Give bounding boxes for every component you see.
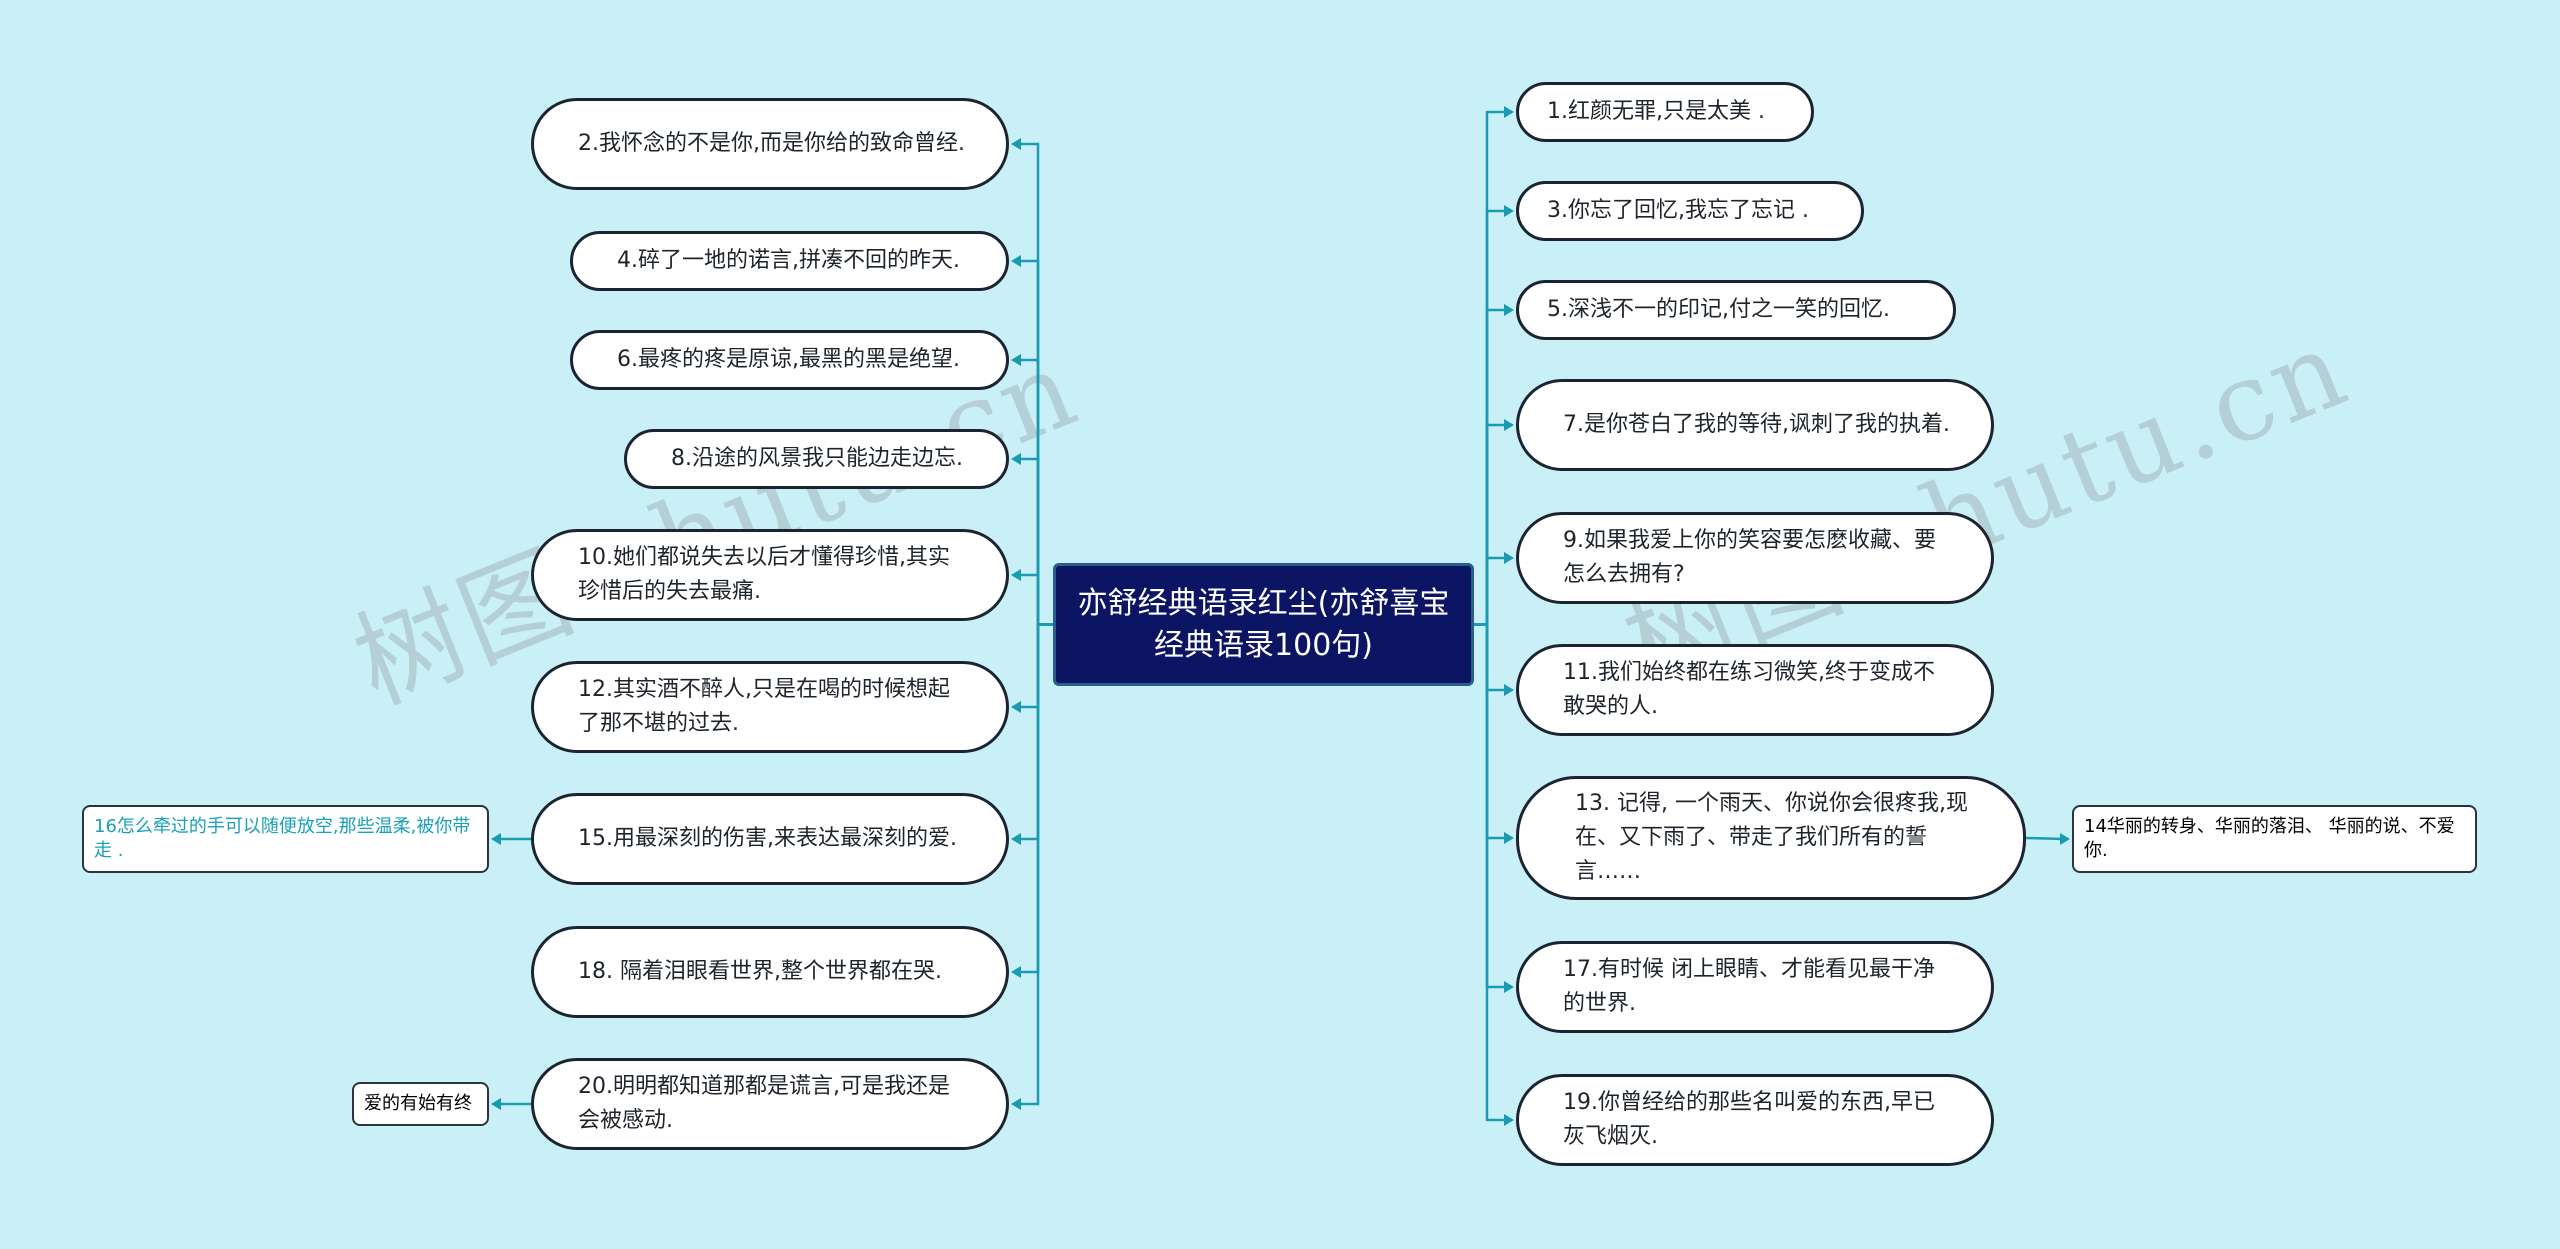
branch-node-7[interactable]: 7.是你苍白了我的等待,讽刺了我的执着.: [1516, 379, 1994, 471]
connector-b13: [1474, 623, 1508, 840]
connector-b9: [1474, 556, 1508, 626]
branch-node-19[interactable]: 19.你曾经给的那些名叫爱的东西,早已灰飞烟灭.: [1516, 1074, 1994, 1166]
connector-b8: [1017, 457, 1053, 626]
arrowhead-b5: [1504, 304, 1514, 316]
connector-b15: [1017, 623, 1053, 841]
arrowhead-b15: [1011, 833, 1021, 845]
branch-node-8[interactable]: 8.沿途的风景我只能边走边忘.: [624, 429, 1009, 489]
connector-b1: [1474, 110, 1508, 626]
connector-b10: [1017, 573, 1053, 626]
branch-node-3[interactable]: 3.你忘了回忆,我忘了忘记 .: [1516, 181, 1864, 241]
arrowhead-b3: [1504, 205, 1514, 217]
arrowhead-l_end: [491, 1098, 501, 1110]
connector-b5: [1474, 308, 1508, 626]
arrowhead-b7: [1504, 419, 1514, 431]
arrowhead-b18: [1011, 966, 1021, 978]
root-topic[interactable]: 亦舒经典语录红尘(亦舒喜宝经典语录100句): [1053, 563, 1474, 686]
connector-b18: [1017, 623, 1053, 974]
arrowhead-l14: [2060, 833, 2070, 845]
arrowhead-b20: [1011, 1098, 1021, 1110]
branch-node-5[interactable]: 5.深浅不一的印记,付之一笑的回忆.: [1516, 280, 1956, 340]
branch-node-20[interactable]: 20.明明都知道那都是谎言,可是我还是会被感动.: [531, 1058, 1009, 1150]
connector-b12: [1017, 623, 1053, 709]
leaf-node-end[interactable]: 爱的有始有终: [352, 1082, 489, 1126]
arrowhead-b11: [1504, 684, 1514, 696]
branch-node-18[interactable]: 18. 隔着泪眼看世界,整个世界都在哭.: [531, 926, 1009, 1018]
arrowhead-b12: [1011, 701, 1021, 713]
branch-node-15[interactable]: 15.用最深刻的伤害,来表达最深刻的爱.: [531, 793, 1009, 885]
branch-node-6[interactable]: 6.最疼的疼是原谅,最黑的黑是绝望.: [570, 330, 1009, 390]
branch-node-2[interactable]: 2.我怀念的不是你,而是你给的致命曾经.: [531, 98, 1009, 190]
arrowhead-b9: [1504, 552, 1514, 564]
branch-node-13[interactable]: 13. 记得, 一个雨天、你说你会很疼我,现在、又下雨了、带走了我们所有的誓言……: [1516, 776, 2026, 900]
branch-node-10[interactable]: 10.她们都说失去以后才懂得珍惜,其实珍惜后的失去最痛.: [531, 529, 1009, 621]
branch-node-4[interactable]: 4.碎了一地的诺言,拼凑不回的昨天.: [570, 231, 1009, 291]
arrowhead-b1: [1504, 106, 1514, 118]
connector-b3: [1474, 209, 1508, 626]
connector-b6: [1017, 358, 1053, 626]
arrowhead-b8: [1011, 453, 1021, 465]
connector-l14: [2025, 836, 2065, 841]
connector-b19: [1474, 623, 1508, 1122]
leaf-node-14[interactable]: 14华丽的转身、华丽的落泪、 华丽的说、不爱你.: [2072, 805, 2477, 873]
arrowhead-b13: [1504, 832, 1514, 844]
connector-b11: [1474, 623, 1508, 692]
arrowhead-b2: [1011, 138, 1021, 150]
connector-b2: [1017, 142, 1053, 626]
branch-node-17[interactable]: 17.有时候 闭上眼睛、才能看见最干净的世界.: [1516, 941, 1994, 1033]
connector-b17: [1474, 623, 1508, 989]
arrowhead-l16: [491, 833, 501, 845]
branch-node-1[interactable]: 1.红颜无罪,只是太美 .: [1516, 82, 1814, 142]
arrowhead-b4: [1011, 255, 1021, 267]
branch-node-9[interactable]: 9.如果我爱上你的笑容要怎麽收藏、要怎么去拥有?: [1516, 512, 1994, 604]
connector-b20: [1017, 623, 1053, 1106]
arrowhead-b10: [1011, 569, 1021, 581]
arrowhead-b19: [1504, 1114, 1514, 1126]
branch-node-11[interactable]: 11.我们始终都在练习微笑,终于变成不敢哭的人.: [1516, 644, 1994, 736]
leaf-node-16[interactable]: 16怎么牵过的手可以随便放空,那些温柔,被你带走 .: [82, 805, 489, 873]
arrowhead-b6: [1011, 354, 1021, 366]
branch-node-12[interactable]: 12.其实酒不醉人,只是在喝的时候想起了那不堪的过去.: [531, 661, 1009, 753]
connector-b7: [1474, 423, 1508, 626]
arrowhead-b17: [1504, 981, 1514, 993]
connector-b4: [1017, 259, 1053, 626]
